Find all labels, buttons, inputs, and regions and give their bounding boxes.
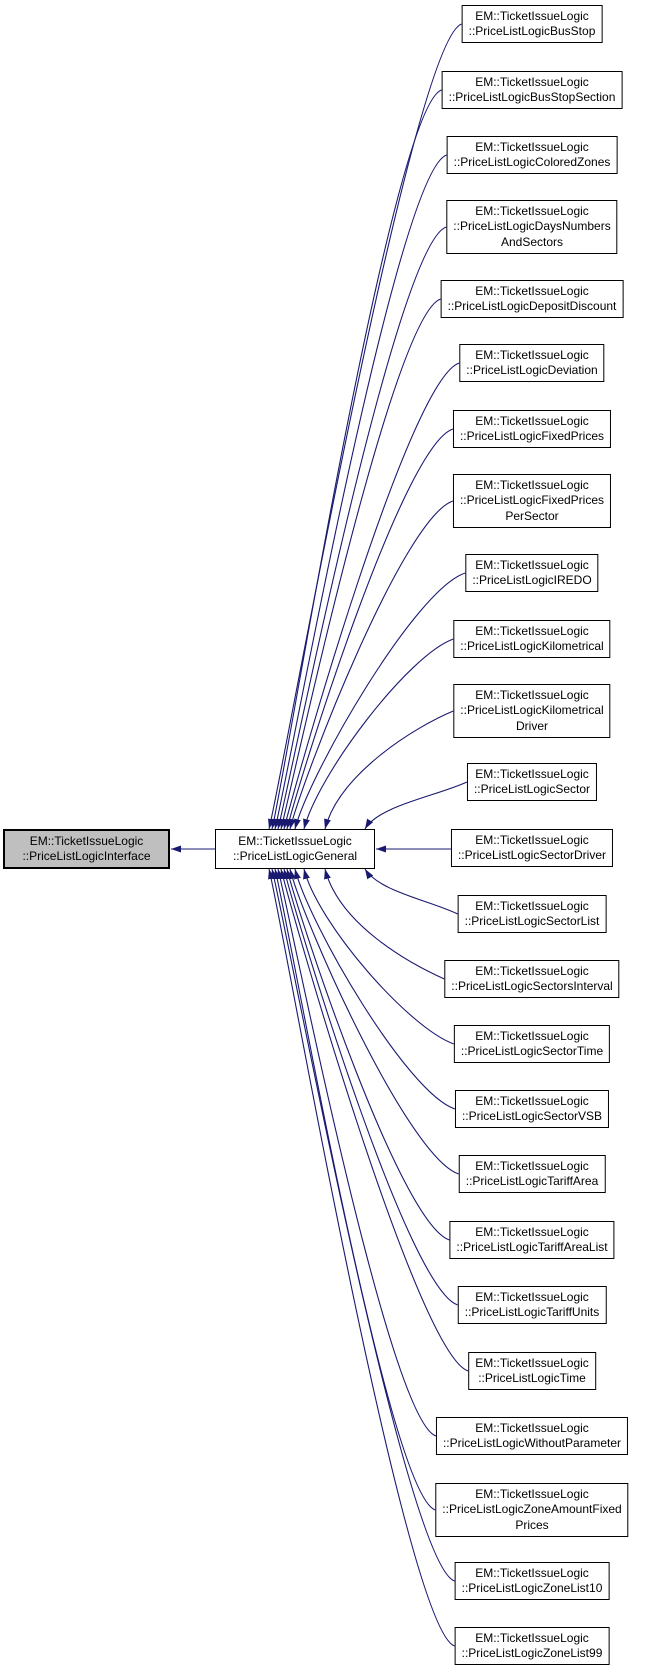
class-box-derived[interactable]: EM::TicketIssueLogic ::PriceListLogicBus… — [461, 5, 603, 43]
class-box-derived[interactable]: EM::TicketIssueLogic ::PriceListLogicTar… — [449, 1221, 615, 1259]
class-box-derived[interactable]: EM::TicketIssueLogic ::PriceListLogicFix… — [452, 474, 612, 528]
class-box-derived[interactable]: EM::TicketIssueLogic ::PriceListLogicWit… — [435, 1417, 629, 1455]
class-box-derived[interactable]: EM::TicketIssueLogic ::PriceListLogicKil… — [453, 684, 611, 738]
class-box-derived[interactable]: EM::TicketIssueLogic ::PriceListLogicSec… — [453, 1025, 611, 1063]
class-box-derived[interactable]: EM::TicketIssueLogic ::PriceListLogicDay… — [446, 200, 618, 254]
class-box-derived[interactable]: EM::TicketIssueLogic ::PriceListLogicSec… — [454, 1090, 610, 1128]
class-box-derived[interactable]: EM::TicketIssueLogic ::PriceListLogicKil… — [453, 620, 611, 658]
class-box-derived[interactable]: EM::TicketIssueLogic ::PriceListLogicDev… — [459, 344, 605, 382]
class-box-interface: EM::TicketIssueLogic ::PriceListLogicInt… — [3, 829, 170, 869]
class-box-derived[interactable]: EM::TicketIssueLogic ::PriceListLogicSec… — [457, 895, 607, 933]
class-box-derived[interactable]: EM::TicketIssueLogic ::PriceListLogicBus… — [441, 71, 623, 109]
class-box-derived[interactable]: EM::TicketIssueLogic ::PriceListLogicDep… — [440, 280, 624, 318]
class-box-derived[interactable]: EM::TicketIssueLogic ::PriceListLogicIRE… — [465, 554, 599, 592]
class-box-derived[interactable]: EM::TicketIssueLogic ::PriceListLogicSec… — [450, 829, 614, 867]
class-box-derived[interactable]: EM::TicketIssueLogic ::PriceListLogicTar… — [458, 1155, 606, 1193]
class-box-general[interactable]: EM::TicketIssueLogic ::PriceListLogicGen… — [215, 829, 375, 869]
class-box-derived[interactable]: EM::TicketIssueLogic ::PriceListLogicZon… — [454, 1627, 610, 1665]
class-box-derived[interactable]: EM::TicketIssueLogic ::PriceListLogicSec… — [466, 763, 598, 801]
class-box-derived[interactable]: EM::TicketIssueLogic ::PriceListLogicTar… — [457, 1286, 607, 1324]
class-box-derived[interactable]: EM::TicketIssueLogic ::PriceListLogicZon… — [454, 1562, 610, 1600]
class-box-derived[interactable]: EM::TicketIssueLogic ::PriceListLogicSec… — [444, 960, 620, 998]
class-box-derived[interactable]: EM::TicketIssueLogic ::PriceListLogicZon… — [435, 1483, 629, 1537]
class-box-derived[interactable]: EM::TicketIssueLogic ::PriceListLogicCol… — [446, 136, 618, 174]
class-box-derived[interactable]: EM::TicketIssueLogic ::PriceListLogicFix… — [452, 410, 612, 448]
class-box-derived[interactable]: EM::TicketIssueLogic ::PriceListLogicTim… — [468, 1352, 596, 1390]
